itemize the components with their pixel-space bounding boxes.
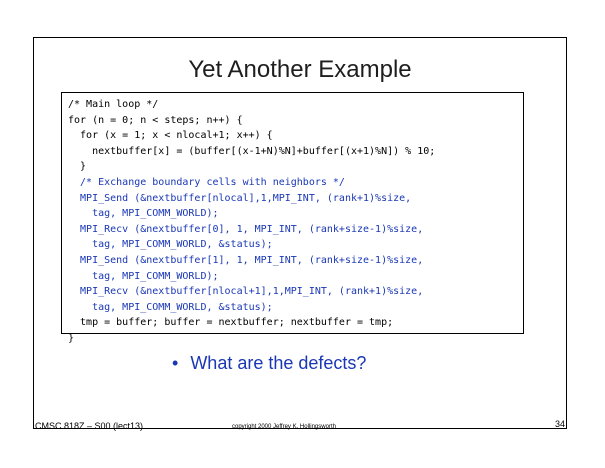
code-line: MPI_Send (&nextbuffer[1], 1, MPI_INT, (r… (68, 254, 424, 266)
code-line: nextbuffer[x] = (buffer[(x-1+N)%N]+buffe… (68, 145, 436, 157)
footer-page-number: 34 (554, 419, 565, 429)
slide-frame (33, 37, 567, 429)
code-line: tag, MPI_COMM_WORLD); (68, 208, 219, 220)
code-block: /* Main loop */ for (n = 0; n < steps; n+… (61, 92, 524, 344)
code-line: for (n = 0; n < steps; n++) { (68, 114, 243, 126)
bullet-text: What are the defects? (190, 353, 367, 373)
code-line: tag, MPI_COMM_WORLD, &status); (68, 301, 273, 313)
code-line: MPI_Recv (&nextbuffer[nlocal+1],1,MPI_IN… (68, 286, 424, 298)
bullet-item: • What are the defects? (172, 352, 366, 374)
code-line: tmp = buffer; buffer = nextbuffer; nextb… (68, 317, 394, 329)
footer-copyright: copyright 2000 Jeffrey K. Hollingsworth (232, 424, 336, 430)
code-line: /* Exchange boundary cells with neighbor… (68, 176, 345, 188)
code-line: MPI_Send (&nextbuffer[nlocal],1,MPI_INT,… (68, 192, 412, 204)
code-line: for (x = 1; x < nlocal+1; x++) { (68, 130, 273, 142)
code-line: } (68, 161, 87, 173)
bullet-icon: • (172, 353, 179, 373)
code-line: MPI_Recv (&nextbuffer[0], 1, MPI_INT, (r… (68, 223, 424, 235)
code-line: tag, MPI_COMM_WORLD); (68, 270, 219, 282)
footer-course: CMSC 818Z – S00 (lect13) (35, 421, 144, 431)
code-line: /* Main loop */ (68, 99, 159, 110)
code-line: tag, MPI_COMM_WORLD, &status); (68, 239, 273, 251)
code-line: } (68, 332, 75, 344)
slide-title: Yet Another Example (188, 56, 412, 83)
